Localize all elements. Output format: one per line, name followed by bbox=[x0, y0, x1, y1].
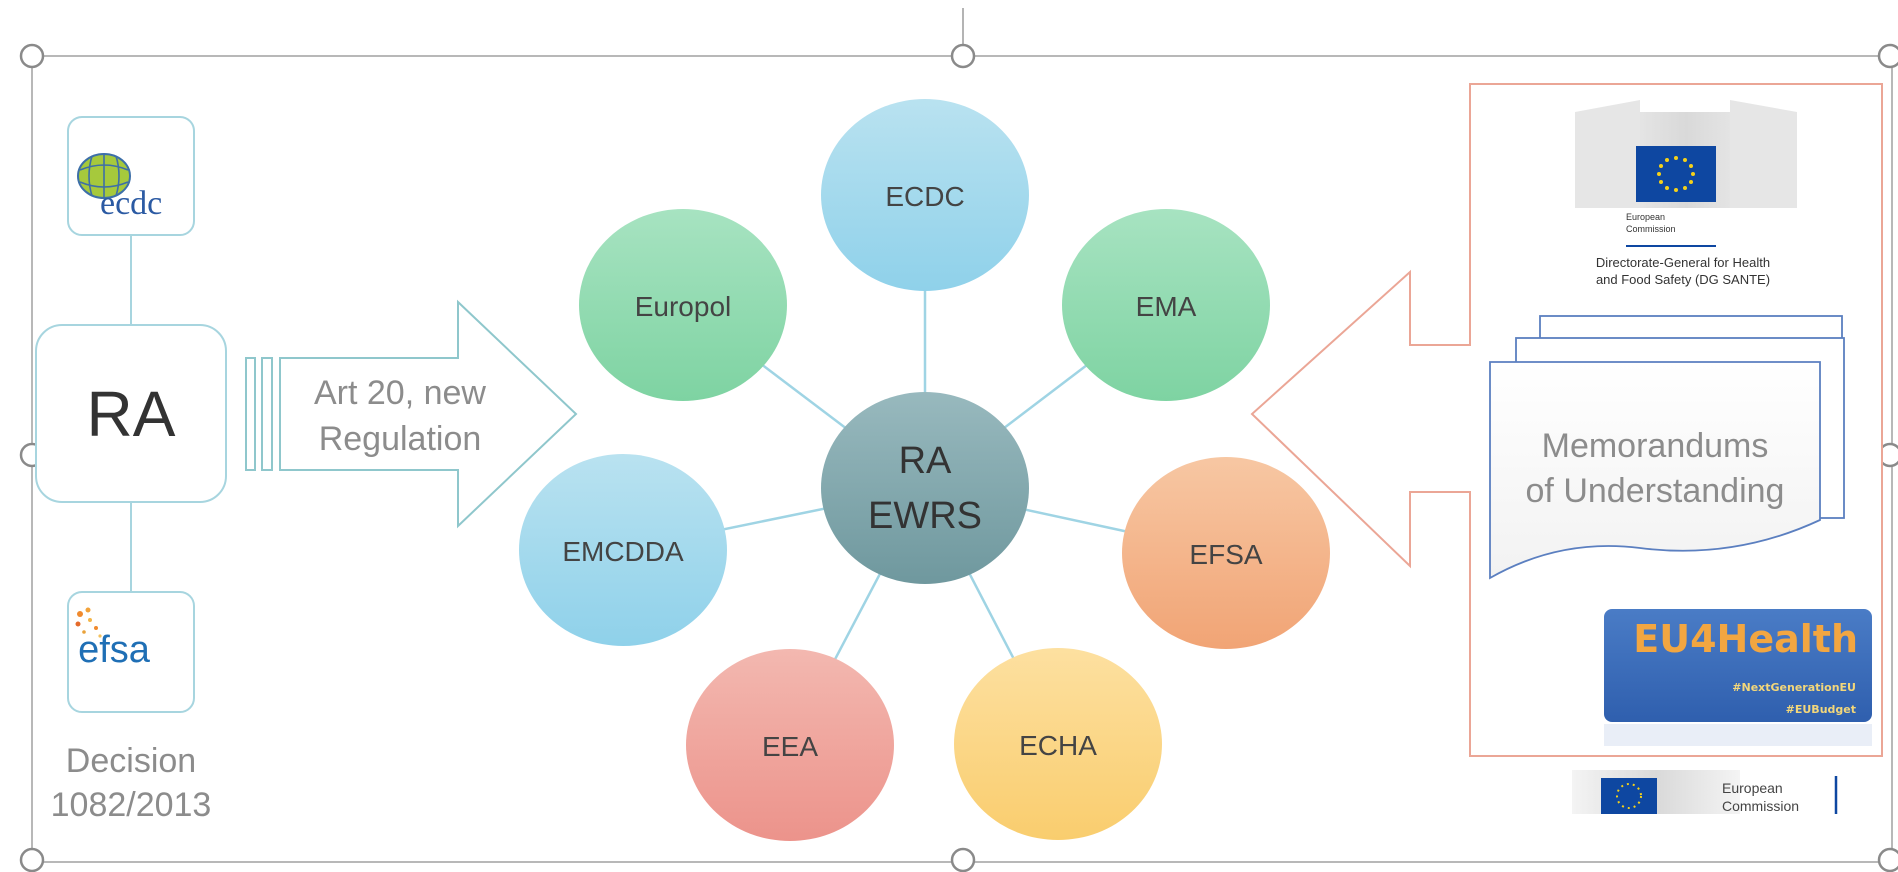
node-ema-label: EMA bbox=[1136, 291, 1197, 322]
node-europol[interactable]: Europol bbox=[579, 209, 787, 401]
mou-line-1: Memorandums bbox=[1542, 427, 1769, 465]
resize-handle-bottom-left[interactable] bbox=[19, 847, 45, 872]
hub-spoke-diagram: ECDC EMA EFSA ECHA EEA EMCDDA Europol bbox=[519, 99, 1330, 841]
node-ecdc[interactable]: ECDC bbox=[821, 99, 1029, 291]
arrow-label-line-2: Regulation bbox=[319, 420, 482, 458]
node-emcdda[interactable]: EMCDDA bbox=[519, 454, 727, 646]
left-panel: ecdc RA efsa Decision 1082/2013 bbox=[35, 116, 227, 824]
dg-sante-line-1: Directorate-General for Health bbox=[1596, 255, 1770, 270]
ecdc-logo-box: ecdc bbox=[67, 116, 195, 236]
decision-line-2: 1082/2013 bbox=[51, 786, 212, 824]
mou-line-2: of Understanding bbox=[1526, 472, 1785, 510]
node-eea[interactable]: EEA bbox=[686, 649, 894, 841]
resize-handle-top-center[interactable] bbox=[950, 43, 976, 69]
node-europol-label: Europol bbox=[635, 291, 732, 322]
globe-icon bbox=[77, 153, 131, 199]
hub-ra-ewrs[interactable]: RA EWRS bbox=[821, 392, 1029, 584]
ec-bottom-line-2: Commission bbox=[1722, 798, 1799, 814]
mou-documents: Memorandums of Understanding bbox=[1489, 315, 1845, 580]
arrow-label-line-1: Art 20, new bbox=[314, 374, 486, 412]
resize-handle-bottom-center[interactable] bbox=[950, 847, 976, 872]
efsa-dots-icon bbox=[75, 607, 102, 638]
ra-box: RA bbox=[35, 324, 227, 503]
ecdc-logo-text: ecdc bbox=[100, 185, 162, 222]
node-eea-label: EEA bbox=[762, 731, 818, 762]
node-ecdc-label: ECDC bbox=[885, 181, 964, 212]
eu4health-tag-1: #NextGenerationEU bbox=[1732, 681, 1856, 694]
decision-line-1: Decision bbox=[66, 742, 196, 780]
hub-label-line-1: RA bbox=[899, 440, 952, 482]
eu4health-logo: EU4Health #NextGenerationEU #EUBudget bbox=[1604, 609, 1872, 746]
resize-handle-bottom-right[interactable] bbox=[1877, 847, 1898, 872]
resize-handle-top-left[interactable] bbox=[19, 43, 45, 69]
node-ema[interactable]: EMA bbox=[1062, 209, 1270, 401]
ec-logo-line-1: European bbox=[1626, 212, 1665, 222]
ec-bottom-line-1: European bbox=[1722, 780, 1783, 796]
efsa-logo-text: efsa bbox=[78, 629, 151, 671]
hub-label-line-2: EWRS bbox=[868, 495, 982, 537]
node-emcdda-label: EMCDDA bbox=[562, 536, 684, 567]
ra-label: RA bbox=[87, 378, 176, 450]
right-panel: European Commission Directorate-General … bbox=[1250, 83, 1883, 814]
eu4health-tag-2: #EUBudget bbox=[1786, 703, 1856, 716]
european-commission-logo-bottom: European Commission bbox=[1572, 770, 1838, 814]
node-echa-label: ECHA bbox=[1019, 730, 1097, 761]
node-echa[interactable]: ECHA bbox=[954, 648, 1162, 840]
european-commission-logo: European Commission Directorate-General … bbox=[1575, 100, 1797, 287]
node-efsa-label: EFSA bbox=[1189, 539, 1262, 570]
eu-flag-icon bbox=[1636, 146, 1716, 202]
efsa-logo-box: efsa bbox=[67, 591, 195, 713]
node-efsa[interactable]: EFSA bbox=[1122, 457, 1330, 649]
ec-logo-line-2: Commission bbox=[1626, 224, 1676, 234]
resize-handle-top-right[interactable] bbox=[1877, 43, 1898, 69]
eu4health-title: EU4Health bbox=[1633, 617, 1858, 661]
regulation-arrow: Art 20, new Regulation bbox=[245, 299, 578, 529]
dg-sante-line-2: and Food Safety (DG SANTE) bbox=[1596, 272, 1770, 287]
eu-stars-icon bbox=[1657, 156, 1695, 192]
